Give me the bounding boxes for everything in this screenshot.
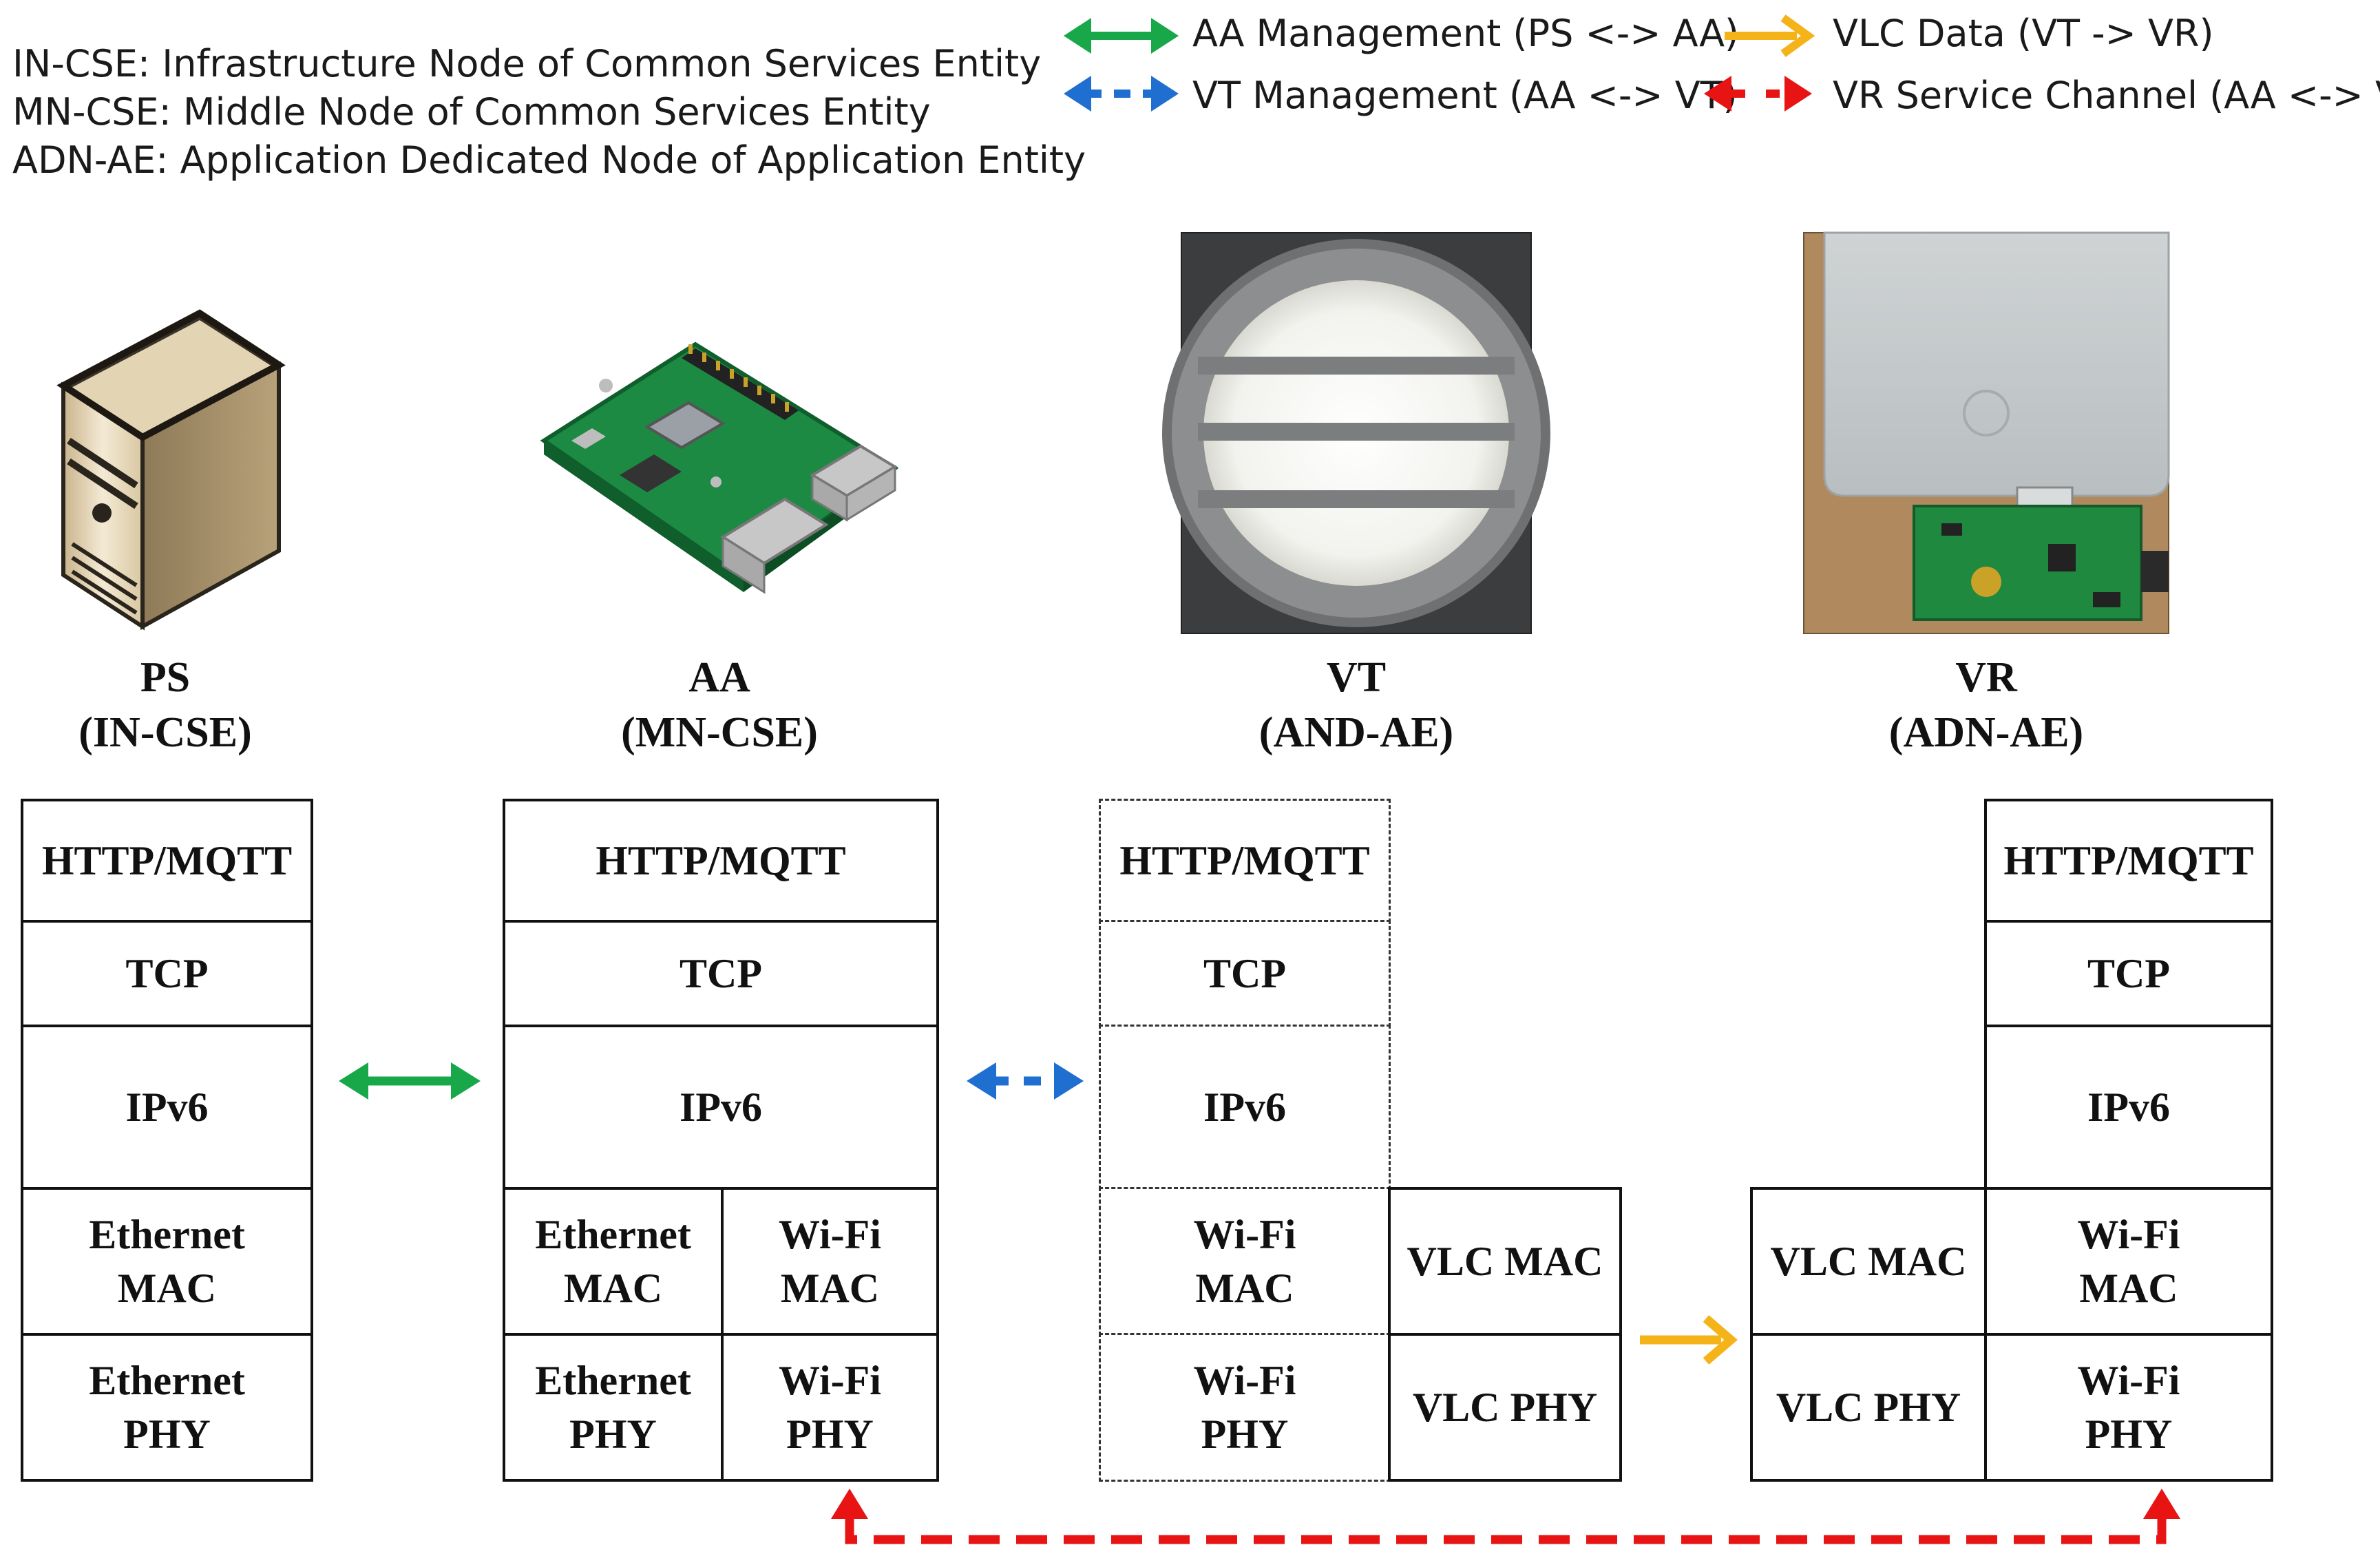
- vr-http-mqtt-layer: HTTP/MQTT: [1984, 799, 2273, 923]
- vr-wifi-mac-layer: Wi-Fi MAC: [1984, 1187, 2273, 1336]
- aa-management-arrow: [339, 1062, 481, 1100]
- definition-adn-ae: ADN-AE: Application Dedicated Node of Ap…: [12, 138, 1086, 182]
- vt-wifi-mac-layer: Wi-Fi MAC: [1099, 1187, 1391, 1336]
- server-tower-icon: [56, 309, 286, 631]
- raspberry-pi-board-icon: [540, 342, 899, 594]
- legend-red-dashed-double-arrow-icon: [1704, 76, 1812, 112]
- node-name-vt: VT: [1326, 654, 1387, 701]
- ps-ipv6-layer: IPv6: [21, 1025, 313, 1190]
- ps-tcp-layer: TCP: [21, 920, 313, 1027]
- vlc-transmitter-photo: [1162, 232, 1550, 634]
- ps-ethernet-mac-layer: Ethernet MAC: [21, 1187, 313, 1336]
- node-name-aa: AA: [688, 654, 750, 701]
- legend-vlc-data-label: VLC Data (VT -> VR): [1833, 12, 2214, 55]
- vr-ipv6-layer: IPv6: [1984, 1025, 2273, 1190]
- vt-management-arrow: [967, 1062, 1084, 1100]
- aa-wifi-phy-layer: Wi-Fi PHY: [721, 1333, 939, 1482]
- vr-vlc-phy-layer: VLC PHY: [1750, 1333, 1987, 1482]
- node-title-aa: AA (MN-CSE): [582, 650, 857, 760]
- node-title-ps: PS (IN-CSE): [28, 650, 303, 760]
- vt-vlc-phy-layer: VLC PHY: [1388, 1333, 1622, 1482]
- vt-vlc-mac-layer: VLC MAC: [1388, 1187, 1622, 1336]
- definition-in-cse: IN-CSE: Infrastructure Node of Common Se…: [12, 42, 1042, 85]
- legend-blue-dashed-double-arrow-icon: [1064, 76, 1179, 112]
- node-role-aa: (MN-CSE): [621, 709, 818, 756]
- definition-mn-cse: MN-CSE: Middle Node of Common Services E…: [12, 90, 931, 134]
- ps-ethernet-phy-layer: Ethernet PHY: [21, 1333, 313, 1482]
- aa-wifi-mac-layer: Wi-Fi MAC: [721, 1187, 939, 1336]
- vt-wifi-phy-layer: Wi-Fi PHY: [1099, 1333, 1391, 1482]
- aa-http-mqtt-layer: HTTP/MQTT: [503, 799, 939, 923]
- vlc-data-arrow: [1640, 1315, 1738, 1365]
- aa-ethernet-mac-layer: Ethernet MAC: [503, 1187, 724, 1336]
- vr-service-channel-arrow: [831, 1489, 2180, 1544]
- ps-http-mqtt-layer: HTTP/MQTT: [21, 799, 313, 923]
- vt-ipv6-layer: IPv6: [1099, 1025, 1391, 1190]
- aa-tcp-layer: TCP: [503, 920, 939, 1027]
- node-name-ps: PS: [140, 654, 191, 701]
- node-title-vr: VR (ADN-AE): [1849, 650, 2124, 760]
- vr-wifi-phy-layer: Wi-Fi PHY: [1984, 1333, 2273, 1482]
- vt-tcp-layer: TCP: [1099, 920, 1391, 1027]
- node-title-vt: VT (AND-AE): [1219, 650, 1494, 760]
- node-role-vt: (AND-AE): [1259, 709, 1454, 756]
- legend-aa-management-label: AA Management (PS <-> AA): [1192, 12, 1740, 55]
- node-role-vr: (ADN-AE): [1888, 709, 2084, 756]
- legend-yellow-arrow-icon: [1725, 14, 1815, 57]
- vt-http-mqtt-layer: HTTP/MQTT: [1099, 799, 1391, 923]
- node-role-ps: (IN-CSE): [78, 709, 252, 756]
- aa-ipv6-layer: IPv6: [503, 1025, 939, 1190]
- legend-vt-management-label: VT Management (AA <-> VT): [1192, 74, 1738, 117]
- vr-tcp-layer: TCP: [1984, 920, 2273, 1027]
- node-name-vr: VR: [1955, 654, 2017, 701]
- vlc-receiver-photo: [1803, 231, 2170, 634]
- aa-ethernet-phy-layer: Ethernet PHY: [503, 1333, 724, 1482]
- legend-green-double-arrow-icon: [1064, 18, 1179, 54]
- legend-vr-service-label: VR Service Channel (AA <-> VR): [1833, 74, 2380, 117]
- vr-vlc-mac-layer: VLC MAC: [1750, 1187, 1987, 1336]
